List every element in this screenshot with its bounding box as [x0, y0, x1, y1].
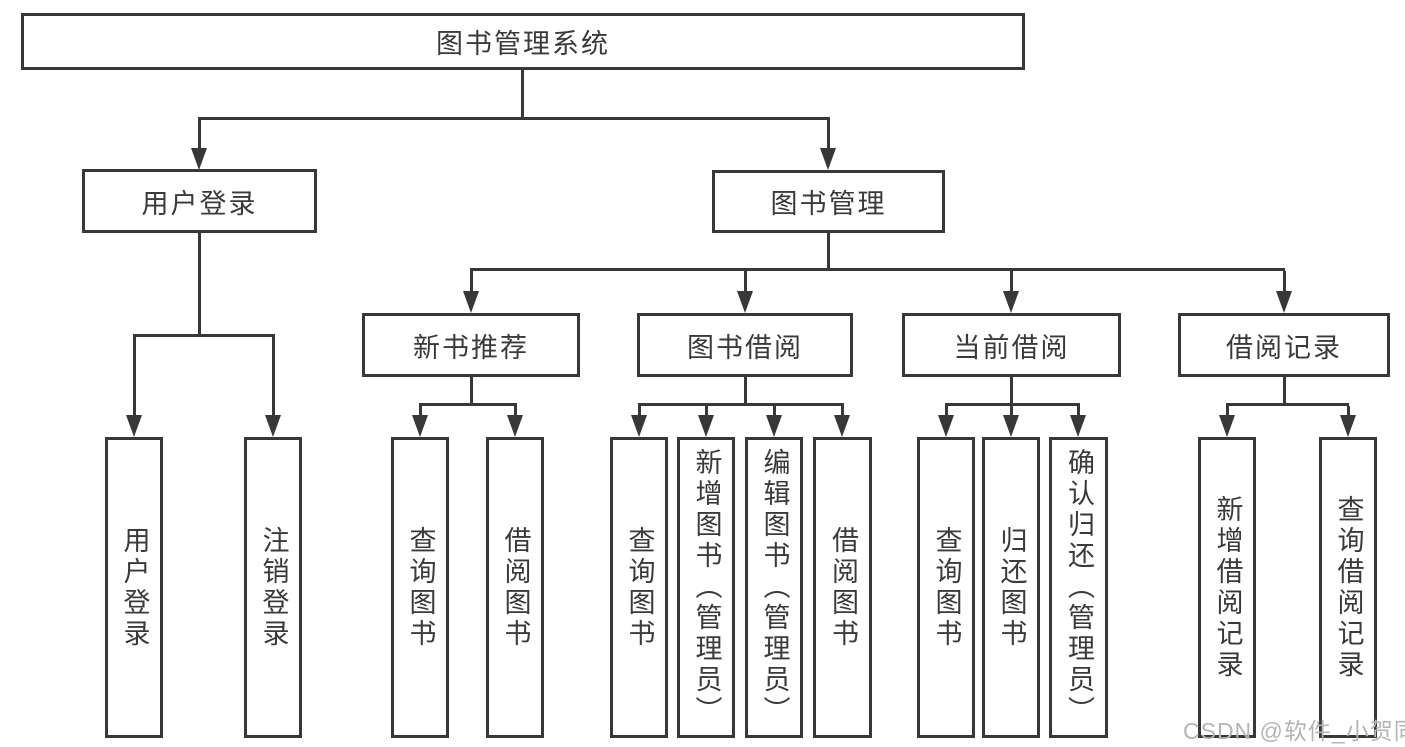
- arrow-down-icon: [463, 291, 479, 313]
- arrow-down-icon: [938, 415, 954, 437]
- arrow-down-icon: [1219, 415, 1235, 437]
- leaf-confirm-return-admin: 确认归还（管理员）: [1049, 437, 1108, 738]
- leaf-add-books-admin: 新增图书（管理员）: [677, 437, 735, 738]
- arrow-down-icon: [1003, 291, 1019, 313]
- node-user-login: 用户登录: [82, 169, 317, 233]
- leaf-edit-books-admin: 编辑图书（管理员）: [745, 437, 803, 738]
- connector-line: [198, 120, 201, 156]
- connector-line: [841, 406, 844, 423]
- leaf-add-borrowing-record: 新增借阅记录: [1198, 437, 1256, 738]
- arrow-down-icon: [631, 415, 647, 437]
- connector-line: [272, 337, 275, 423]
- connector-line: [744, 377, 747, 406]
- connector-line: [470, 271, 473, 299]
- connector-line: [198, 117, 830, 120]
- connector-line: [470, 268, 1285, 271]
- leaf-label: 借阅图书: [500, 525, 531, 650]
- arrow-down-icon: [1070, 415, 1086, 437]
- node-borrowing-records: 借阅记录: [1178, 313, 1390, 377]
- leaf-borrow-books-recommend: 借阅图书: [486, 437, 544, 738]
- leaf-logout: 注销登录: [244, 437, 302, 738]
- leaf-label: 新增借阅记录: [1212, 494, 1243, 681]
- node-new-book-recommendation: 新书推荐: [362, 313, 580, 377]
- connector-line: [1010, 377, 1013, 406]
- leaf-label: 查询借阅记录: [1333, 494, 1364, 681]
- arrow-down-icon: [834, 415, 850, 437]
- arrow-down-icon: [766, 415, 782, 437]
- leaf-label: 编辑图书（管理员）: [759, 448, 790, 727]
- arrow-down-icon: [1340, 415, 1356, 437]
- arrow-down-icon: [191, 148, 207, 170]
- connector-line: [1077, 406, 1080, 423]
- leaf-label: 查询图书: [624, 525, 655, 650]
- arrow-down-icon: [1276, 291, 1292, 313]
- connector-line: [1283, 377, 1286, 406]
- connector-line: [773, 406, 776, 423]
- node-label: 图书管理: [770, 189, 887, 219]
- connector-line: [827, 233, 830, 271]
- connector-line: [198, 233, 201, 337]
- leaf-label: 确认归还（管理员）: [1064, 448, 1094, 727]
- arrow-down-icon: [507, 415, 523, 437]
- node-book-management: 图书管理: [712, 170, 945, 233]
- node-book-borrowing: 图书借阅: [637, 313, 853, 377]
- arrow-down-icon: [820, 148, 836, 170]
- connector-line: [1226, 403, 1349, 406]
- connector-line: [827, 120, 830, 156]
- node-label: 新书推荐: [413, 332, 529, 363]
- leaf-label: 归还图书: [996, 525, 1027, 650]
- connector-line: [1226, 406, 1229, 423]
- arrow-down-icon: [265, 415, 281, 437]
- connector-line: [744, 271, 747, 299]
- leaf-return-books: 归还图书: [982, 437, 1040, 738]
- leaf-query-borrowing-record: 查询借阅记录: [1319, 437, 1377, 738]
- leaf-query-books-recommend: 查询图书: [391, 437, 449, 738]
- node-library-management-system: 图书管理系统: [21, 13, 1025, 70]
- connector-line: [521, 70, 524, 119]
- node-label: 图书借阅: [687, 332, 803, 363]
- connector-line: [470, 377, 473, 406]
- node-label: 借阅记录: [1226, 332, 1342, 363]
- connector-line: [945, 406, 948, 423]
- connector-line: [1283, 271, 1286, 299]
- connector-line: [1010, 271, 1013, 299]
- leaf-label: 注销登录: [258, 525, 289, 650]
- connector-line: [514, 406, 517, 423]
- leaf-query-books-borrowing: 查询图书: [610, 437, 668, 738]
- connector-line: [638, 403, 844, 406]
- csdn-watermark: CSDN @软件_小贺同学: [1183, 718, 1405, 744]
- leaf-user-login: 用户登录: [105, 437, 163, 738]
- arrow-down-icon: [698, 415, 714, 437]
- leaf-label: 查询图书: [405, 525, 436, 650]
- connector-line: [1010, 406, 1013, 423]
- leaf-label: 新增图书（管理员）: [691, 448, 722, 727]
- arrow-down-icon: [412, 415, 428, 437]
- connector-line: [638, 406, 641, 423]
- connector-line: [1347, 406, 1350, 423]
- node-label: 用户登录: [141, 188, 258, 219]
- connector-line: [419, 403, 517, 406]
- leaf-label: 借阅图书: [828, 525, 858, 650]
- leaf-label: 用户登录: [119, 525, 150, 650]
- connector-line: [419, 406, 422, 423]
- arrow-down-icon: [737, 291, 753, 313]
- leaf-query-books-current: 查询图书: [917, 437, 975, 738]
- node-label: 当前借阅: [953, 332, 1070, 363]
- connector-line: [133, 337, 136, 423]
- connector-line: [133, 334, 275, 337]
- node-current-borrowing: 当前借阅: [902, 313, 1121, 377]
- leaf-borrow-books-borrowing: 借阅图书: [813, 437, 872, 738]
- connector-line: [705, 406, 708, 423]
- leaf-label: 查询图书: [931, 525, 962, 650]
- node-label: 图书管理系统: [436, 29, 610, 59]
- connector-line: [945, 403, 1080, 406]
- arrow-down-icon: [126, 415, 142, 437]
- arrow-down-icon: [1003, 415, 1019, 437]
